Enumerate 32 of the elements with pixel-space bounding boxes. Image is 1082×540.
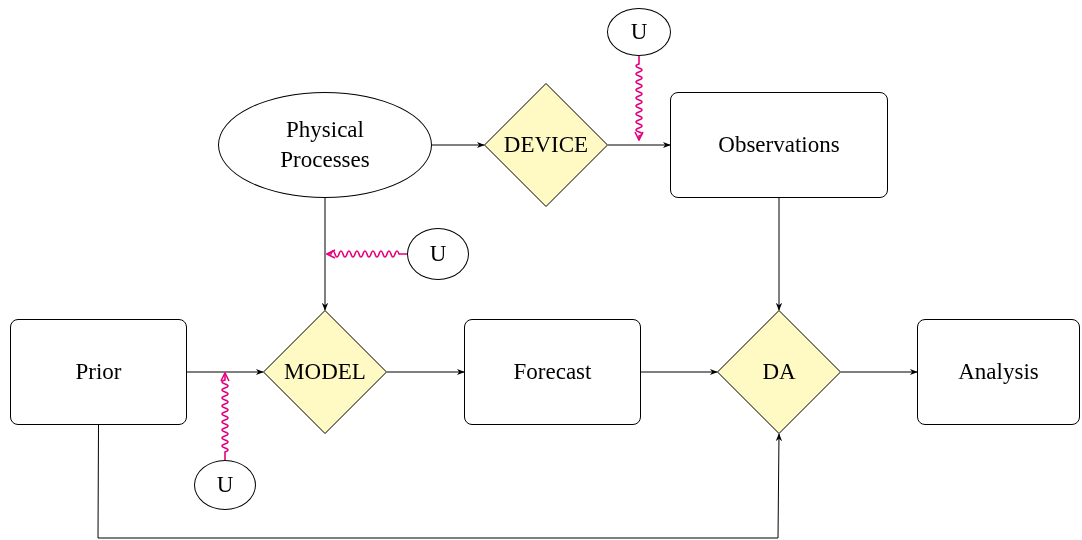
process-box: [670, 92, 888, 198]
arrow: [607, 141, 671, 149]
node-label: DA: [761, 358, 797, 386]
arrow: [840, 368, 918, 376]
ellipse-node: [607, 8, 671, 56]
arrow: [186, 368, 264, 376]
node-label: Analysis: [957, 358, 1040, 386]
decision-diamond: [263, 310, 387, 434]
node-label: Prior: [74, 358, 123, 386]
node-label: MODEL: [283, 358, 367, 386]
node-label: DEVICE: [502, 131, 590, 159]
arrow: [97, 424, 783, 539]
node-label: Forecast: [512, 358, 593, 386]
arrow: [386, 368, 465, 376]
wavy-arrow: [634, 55, 644, 141]
arrow: [775, 197, 783, 311]
arrow: [431, 141, 485, 149]
arrow: [640, 368, 718, 376]
wavy-arrow: [220, 372, 230, 461]
node-label: U: [215, 471, 235, 499]
node-label: Physical Processes: [279, 116, 371, 174]
decision-diamond: [717, 310, 841, 434]
decision-diamond: [484, 83, 608, 207]
wavy-arrow: [326, 249, 408, 259]
node-label: Observations: [717, 131, 841, 159]
process-box: [10, 319, 187, 425]
ellipse-node: [407, 228, 469, 280]
arrow: [321, 197, 329, 311]
node-label: U: [629, 18, 649, 46]
node-label: U: [428, 240, 448, 268]
process-box: [917, 319, 1080, 425]
process-box: [464, 319, 641, 425]
